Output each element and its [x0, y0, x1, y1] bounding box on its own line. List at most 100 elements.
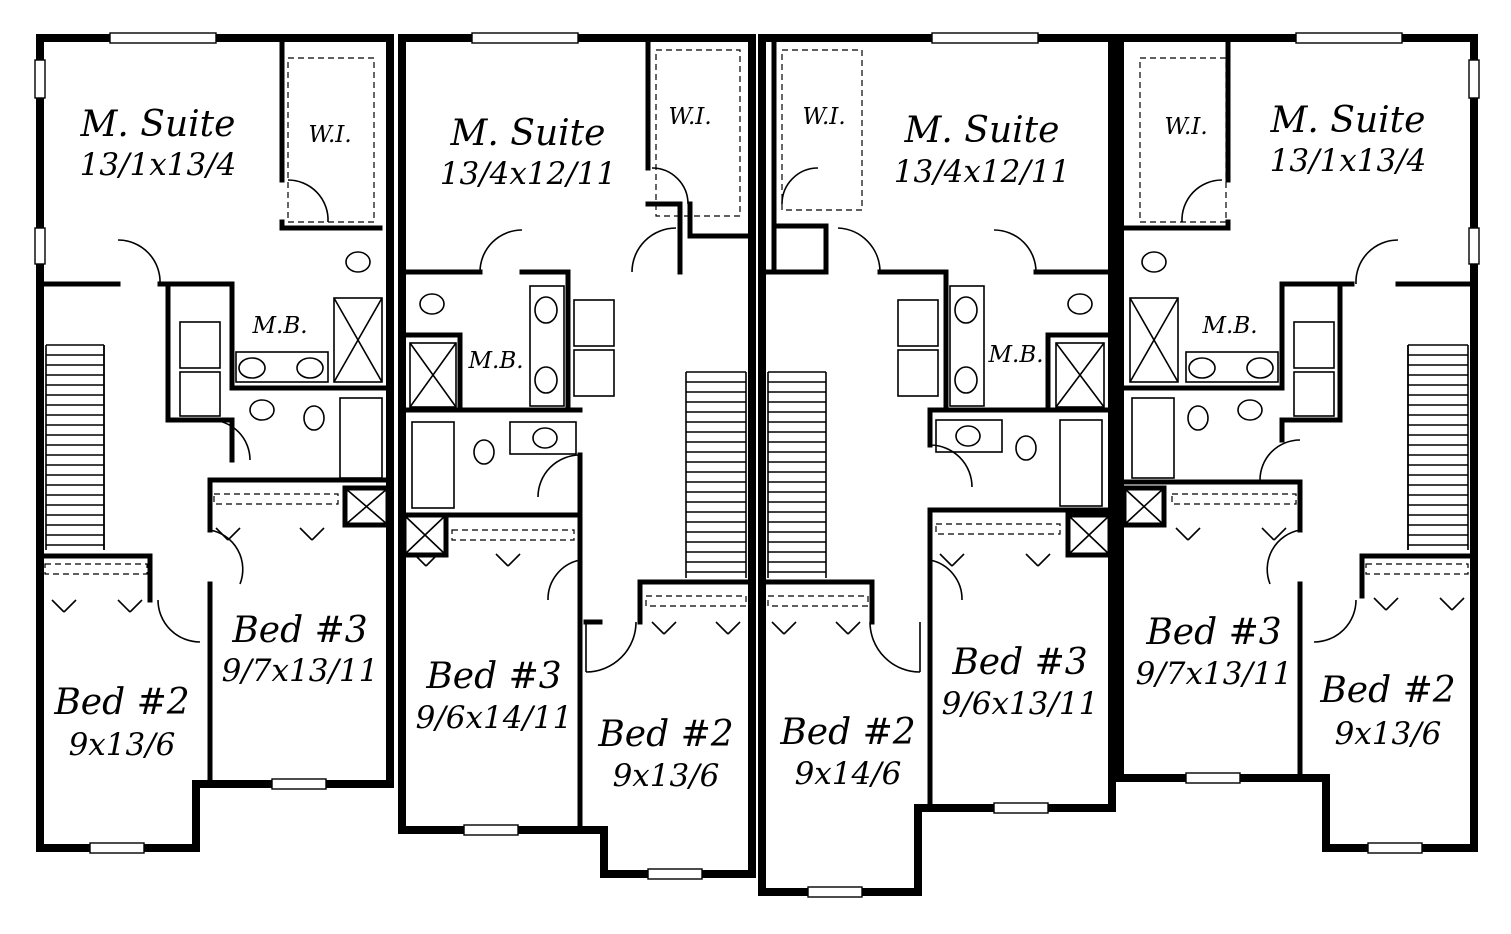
bifold-door	[51, 599, 65, 613]
bifold-door	[663, 621, 677, 635]
room-size-bed-3: 9/6x14/11	[416, 700, 573, 736]
bifold-door	[507, 553, 521, 567]
door-swing	[651, 167, 689, 205]
chimney-x	[1123, 487, 1165, 526]
bifold-door	[215, 527, 229, 541]
window	[807, 886, 863, 898]
room-size-m-suite: 13/1x13/4	[80, 147, 237, 183]
sink	[1246, 357, 1274, 379]
room-name-mb: M.B.	[251, 313, 307, 339]
door-swing	[837, 227, 881, 273]
bifold-door	[1025, 553, 1039, 567]
bifold-door	[117, 599, 131, 613]
toilet	[1141, 251, 1167, 273]
bifold-door	[1261, 527, 1275, 541]
door-swing	[1355, 239, 1399, 285]
window	[109, 32, 217, 44]
bifold-door	[1187, 527, 1201, 541]
room-name-m-suite: M. Suite	[904, 110, 1060, 151]
window	[647, 868, 703, 880]
window	[931, 32, 1039, 44]
toilet	[419, 293, 445, 315]
bifold-door	[129, 599, 143, 613]
interior-wall	[759, 579, 875, 625]
washer	[573, 299, 615, 347]
chimney-x	[344, 487, 389, 526]
chimney-x	[403, 514, 447, 556]
bifold-door	[1373, 597, 1387, 611]
interior-wall	[1121, 281, 1475, 391]
bifold-door	[951, 553, 965, 567]
interior-wall	[37, 553, 153, 603]
room-size-bed-2: 9x13/6	[613, 758, 720, 794]
room-size-bed-3: 9/6x13/11	[942, 686, 1099, 722]
interior-wall	[401, 452, 583, 833]
dryer	[573, 349, 615, 397]
closet-shelf	[1171, 493, 1297, 505]
door-swing	[929, 559, 963, 601]
window	[34, 59, 46, 99]
bifold-door	[1175, 527, 1189, 541]
interior-wall	[927, 332, 1113, 413]
closet-shelf	[767, 595, 869, 607]
interior-wall	[877, 269, 1113, 413]
bathtub	[411, 421, 455, 509]
shower-x	[1055, 342, 1105, 408]
dryer	[179, 371, 221, 417]
bifold-door	[299, 527, 313, 541]
interior-wall	[401, 269, 583, 413]
room-size-bed-2: 9x13/6	[69, 727, 176, 763]
bifold-door	[715, 621, 729, 635]
bifold-door	[835, 621, 849, 635]
door-swing	[1259, 439, 1301, 481]
shower-x	[333, 297, 383, 383]
interior-wall	[1359, 553, 1475, 599]
door-swing	[287, 179, 329, 223]
bifold-door	[425, 553, 439, 567]
room-name-mb: M.B.	[987, 342, 1043, 368]
stairs	[685, 371, 747, 578]
toilet	[1067, 293, 1093, 315]
bifold-door	[413, 553, 427, 567]
unit-1: M. Suite 13/1x13/4 W.I. M.B. Bed #3 9/7x…	[34, 32, 394, 854]
room-size-m-suite: 13/1x13/4	[1270, 143, 1427, 179]
washer	[897, 299, 939, 347]
bifold-door	[495, 553, 509, 567]
window	[271, 778, 327, 790]
bathtub	[1059, 419, 1103, 507]
interior-wall	[927, 407, 1113, 811]
room-name-m-suite: M. Suite	[1270, 100, 1426, 141]
bifold-door	[1037, 553, 1051, 567]
door-swing	[157, 599, 201, 643]
bifold-door	[1273, 527, 1287, 541]
door-swing	[209, 529, 244, 585]
room-name-bed-3: Bed #3	[425, 656, 561, 697]
bathtub	[1131, 397, 1175, 479]
bifold-door	[311, 527, 325, 541]
door-swing	[537, 454, 581, 498]
door-swing	[585, 621, 637, 673]
door-swing	[1313, 599, 1357, 643]
bifold-door	[1451, 597, 1465, 611]
room-name-bed-2: Bed #2	[597, 714, 733, 755]
room-size-bed-2: 9x14/6	[795, 756, 902, 792]
room-name-m-suite: M. Suite	[450, 113, 606, 154]
sink	[532, 427, 558, 449]
door-swing	[209, 419, 251, 461]
window	[1468, 59, 1480, 99]
stairs	[45, 344, 105, 550]
window	[1295, 32, 1403, 44]
door-swing	[929, 444, 973, 488]
interior-wall	[207, 477, 393, 787]
unit-1-outer-wall	[36, 34, 394, 852]
bifold-door	[727, 621, 741, 635]
bifold-door	[1385, 597, 1399, 611]
room-name-wi: W.I.	[1164, 114, 1207, 140]
window	[1468, 227, 1480, 265]
closet-outline	[781, 49, 863, 211]
toilet	[345, 251, 371, 273]
interior-wall	[1123, 37, 1231, 231]
door-swing	[1266, 529, 1301, 585]
washer	[179, 321, 221, 369]
